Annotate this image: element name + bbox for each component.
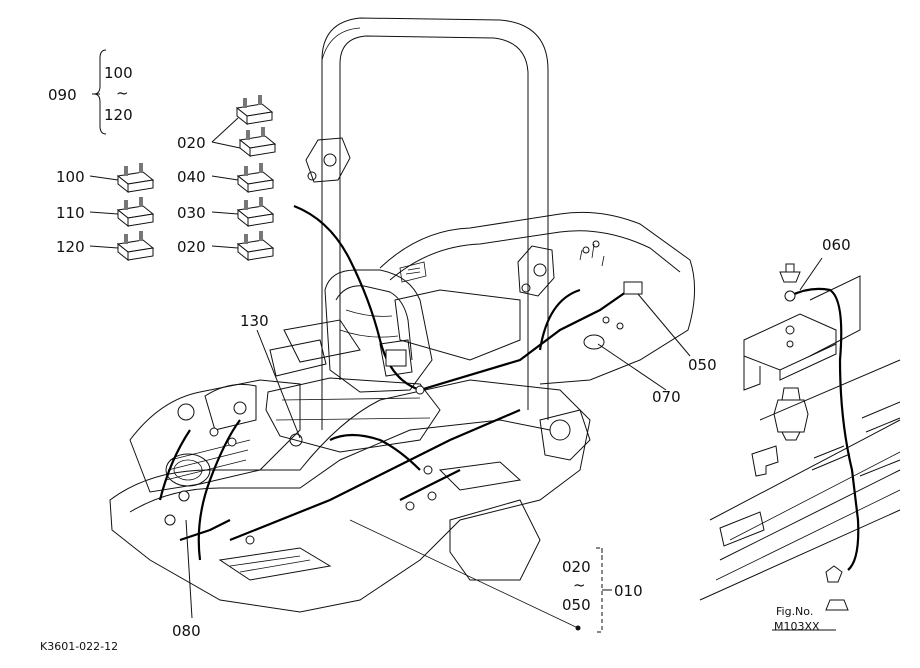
fuse-icon	[116, 231, 155, 262]
label-050: 050	[688, 356, 717, 374]
fuse-icon	[116, 197, 155, 228]
label-fuse-100: 100	[56, 168, 85, 186]
label-fuse-120: 120	[56, 238, 85, 256]
fuse-icons	[116, 95, 277, 262]
seat	[265, 269, 441, 453]
label-090: 090	[48, 86, 77, 104]
label-080: 080	[172, 622, 201, 640]
label-060: 060	[822, 236, 851, 254]
label-010-range-start: 020	[562, 558, 591, 576]
rops-frame	[305, 17, 555, 430]
leader-lines	[89, 49, 836, 633]
fuse-icon	[236, 163, 275, 194]
wiring-harness	[158, 204, 643, 561]
ground-cable-inset	[699, 263, 901, 611]
label-090-range-start: 100	[104, 64, 133, 82]
label-090-range-end: 120	[104, 106, 133, 124]
label-010: 010	[614, 582, 643, 600]
fuse-icon	[236, 197, 275, 228]
label-070: 070	[652, 388, 681, 406]
fuse-icon	[238, 127, 277, 158]
fuse-icon	[236, 231, 275, 262]
label-130: 130	[240, 312, 269, 330]
part-labels: 090 100 ~ 120 020 100 040 110 030 120 02…	[40, 64, 851, 653]
label-090-range-tilde: ~	[116, 84, 129, 102]
label-fuse-040: 040	[177, 168, 206, 186]
tractor-body	[109, 211, 696, 613]
label-010-range-tilde: ~	[573, 576, 586, 594]
drawing-code: K3601-022-12	[40, 640, 118, 653]
fig-no-value: M103XX	[774, 620, 820, 633]
label-fuse-020-bottom: 020	[177, 238, 206, 256]
label-010-range-end: 050	[562, 596, 591, 614]
label-fuse-020-top: 020	[177, 134, 206, 152]
label-fuse-110: 110	[56, 204, 85, 222]
fuse-icon	[235, 95, 274, 126]
label-fuse-030: 030	[177, 204, 206, 222]
fuse-icon	[116, 163, 155, 194]
fig-no-title: Fig.No.	[776, 605, 813, 618]
